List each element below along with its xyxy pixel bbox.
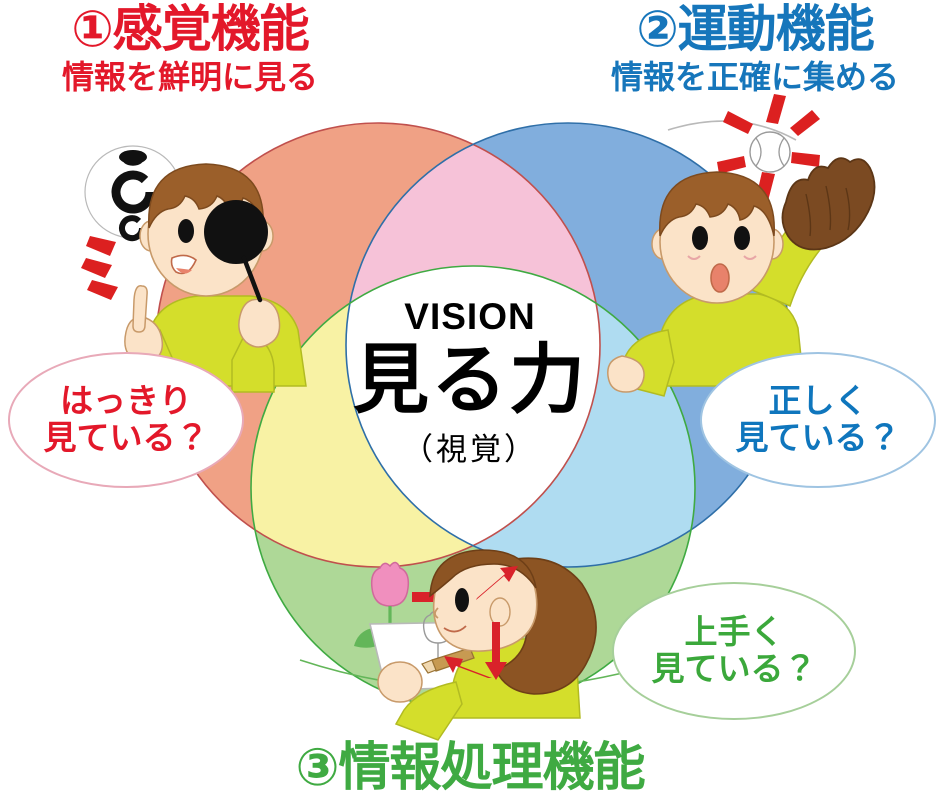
bubble-processing: 上手く 見ている？ <box>612 582 856 720</box>
bubble-motor: 正しく 見ている？ <box>700 352 936 488</box>
center-vision-text: VISION <box>404 296 536 337</box>
heading-processing: ③情報処理機能 <box>230 742 710 794</box>
bubble-sensory: はっきり 見ている？ <box>8 352 244 488</box>
bubble-motor-line1: 正しく <box>768 381 868 421</box>
bubble-processing-line1: 上手く <box>684 612 784 652</box>
baseball-icon <box>749 131 791 173</box>
emphasis-lines-left <box>81 236 118 300</box>
arrow-brain-to-shoulder <box>485 622 507 680</box>
bubble-sensory-line2: 見ている？ <box>43 418 209 457</box>
center-label: VISION 見る力 （視覚） <box>290 296 650 469</box>
heading-sensory-title: ①感覚機能 <box>71 0 309 58</box>
center-reading-text: （視覚） <box>402 431 538 468</box>
bubble-sensory-line1: はっきり <box>60 381 192 421</box>
figure-boy-catching-baseball <box>607 94 876 397</box>
overlap-all-three <box>346 266 600 567</box>
arrow-shoulder-to-hand <box>444 656 492 678</box>
heading-motor: ②運動機能 情報を正確に集める <box>580 4 930 93</box>
heading-sensory: ①感覚機能 情報を鮮明に見る <box>20 4 360 93</box>
heading-motor-subtitle: 情報を正確に集める <box>610 58 899 96</box>
bubble-motor-line2: 見ている？ <box>735 418 901 457</box>
heading-motor-title: ②運動機能 <box>636 0 874 58</box>
heading-processing-title: ③情報処理機能 <box>295 738 645 798</box>
bubble-processing-line2: 見ている？ <box>651 649 817 688</box>
heading-sensory-subtitle: 情報を鮮明に見る <box>61 58 318 96</box>
arrow-eye-to-brain <box>476 566 518 600</box>
center-japanese-text: 見る力 <box>353 335 587 424</box>
impact-lines-icon <box>717 94 820 201</box>
figure-girl-drawing-flower <box>299 549 651 741</box>
